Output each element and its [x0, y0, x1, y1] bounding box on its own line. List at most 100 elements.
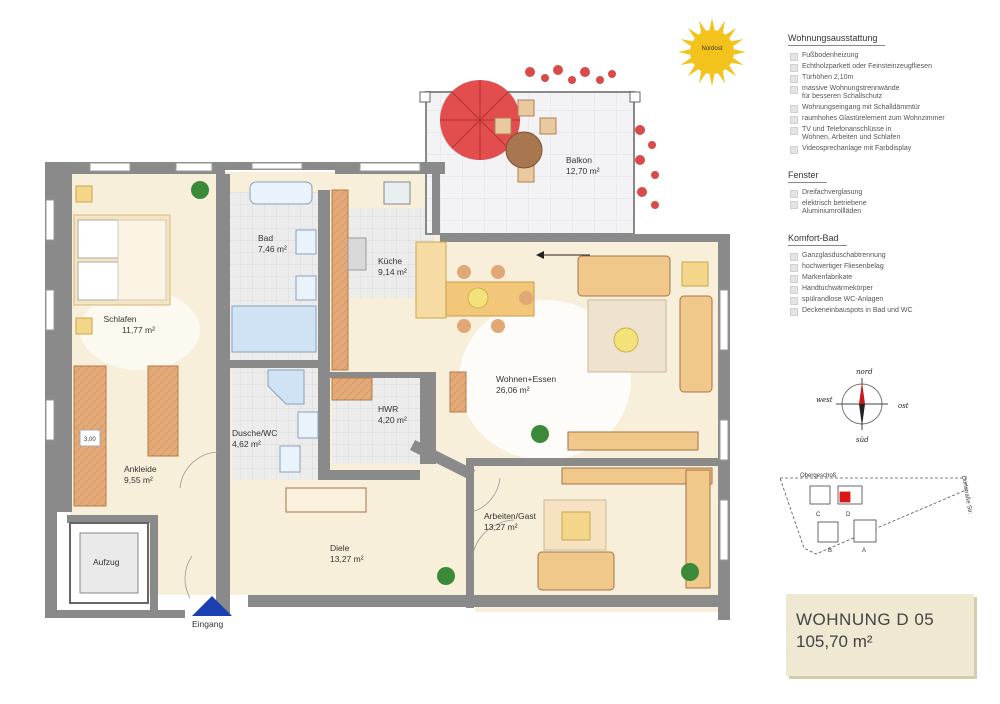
- feature-item: Türhöhen 2,10m: [788, 74, 988, 83]
- floor-key-house: B: [828, 548, 832, 554]
- room-name: Ankleide: [124, 464, 157, 474]
- feature-item: spülrandlose WC-Anlagen: [788, 296, 988, 305]
- room-area: 13,27 m²: [330, 554, 364, 564]
- sun-ray: [731, 38, 744, 47]
- feature-item: Markenfabrikate: [788, 274, 988, 283]
- bathroom-fixtures: [231, 181, 319, 473]
- room-name: Dusche/WC: [232, 428, 277, 438]
- flower-planters: [525, 65, 659, 209]
- plants: [191, 181, 699, 585]
- room-name: Bad: [258, 233, 273, 243]
- parasol: [440, 80, 520, 160]
- unit-badge: WOHNUNG D 05 105,70 m²: [786, 594, 974, 676]
- sun-ray: [709, 18, 715, 31]
- feature-list: Dreifachverglasung elektrisch betriebene …: [788, 189, 988, 216]
- room-area: 4,20 m²: [378, 415, 407, 425]
- floor-key-house: C: [816, 512, 821, 518]
- sun-ray: [678, 49, 691, 55]
- room-name: Schlafen: [103, 314, 136, 324]
- section-title: Komfort-Bad: [788, 233, 847, 246]
- sun-ray: [717, 20, 726, 33]
- wardrobes: [73, 365, 179, 507]
- unit-name: WOHNUNG D 05: [796, 610, 935, 629]
- sun-ray: [698, 20, 707, 33]
- elevator-label: Aufzug: [93, 557, 120, 567]
- feature-item: TV und Telefonanschlüsse in Wohnen, Arbe…: [788, 126, 988, 142]
- feature-item: raumhohes Glastürelement zum Wohnzimmer: [788, 115, 988, 124]
- sun-ray: [680, 57, 693, 66]
- sun-ray: [731, 57, 744, 66]
- sun-ray: [725, 65, 737, 77]
- feature-item: Dreifachverglasung: [788, 189, 988, 198]
- sun-icon: [678, 18, 746, 86]
- sun-ray: [733, 49, 746, 55]
- dining-set: [445, 265, 535, 333]
- windows: [45, 162, 729, 561]
- feature-item: Echtholzparkett oder Feinsteinzeugfliese…: [788, 63, 988, 72]
- walls: [45, 162, 730, 620]
- balcony: [419, 65, 659, 235]
- bed: [73, 185, 171, 335]
- feature-item: elektrisch betriebene Aluminiumrollläden: [788, 200, 988, 216]
- sun-ray: [687, 65, 699, 77]
- living-furniture: [567, 255, 713, 451]
- room-name: Balkon: [566, 155, 592, 165]
- sun-ray: [680, 38, 693, 47]
- room-area: 12,70 m²: [566, 166, 600, 176]
- section-title: Fenster: [788, 170, 827, 183]
- sun-ray: [687, 27, 699, 39]
- door-swings: [179, 451, 515, 599]
- feature-item: Videosprechanlage mit Farbdisplay: [788, 145, 988, 154]
- room-area: 13,27 m²: [484, 522, 518, 532]
- room-name: Wohnen+Essen: [496, 374, 556, 384]
- unit-area: 105,70 m²: [796, 632, 873, 651]
- feature-item: Fußbodenheizung: [788, 52, 988, 61]
- floor-key-title: Obergeschoß: [800, 473, 837, 479]
- entrance-marker: [192, 596, 232, 616]
- sun-label: Nordost: [701, 46, 722, 52]
- kitchen-units: [331, 181, 467, 413]
- feature-item: Handtuchwärmekörper: [788, 285, 988, 294]
- compass-north: nord: [856, 368, 873, 376]
- room-area: 9,14 m²: [378, 267, 407, 277]
- feature-item: Ganzglasduschabtrennung: [788, 252, 988, 261]
- floor-key-map: Obergeschoß C D B A Dorfstraße Str.: [779, 473, 973, 555]
- balcony-arrow-icon: [536, 251, 590, 259]
- feature-item: hochwertiger Fliesenbelag: [788, 263, 988, 272]
- room-area: 11,77 m²: [122, 325, 155, 335]
- room-area: 4,62 m²: [232, 439, 261, 449]
- floor-key-street: Dorfstraße Str.: [960, 475, 973, 515]
- floor-key-house: D: [846, 512, 851, 518]
- floor-key-buildings: [809, 485, 877, 543]
- sun-ray: [709, 73, 715, 86]
- compass-south: süd: [856, 436, 869, 444]
- compass-rose-icon: [836, 378, 888, 430]
- balcony-table-set: [494, 99, 557, 183]
- compass: nord ost süd west: [816, 368, 909, 444]
- feature-list: Ganzglasduschabtrennung hochwertiger Flie…: [788, 252, 988, 316]
- sun-ray: [698, 71, 707, 84]
- sun-ray: [717, 71, 726, 84]
- room-area: 26,06 m²: [496, 385, 530, 395]
- room-name: HWR: [378, 404, 398, 414]
- compass-east: ost: [898, 402, 909, 410]
- room-name: Diele: [330, 543, 350, 553]
- feature-item: Wohnungseingang mit Schalldämmtür: [788, 104, 988, 113]
- feature-item: massive Wohnungstrennwände für besseren …: [788, 85, 988, 101]
- room-name: Arbeiten/Gast: [484, 511, 537, 521]
- compass-west: west: [816, 396, 833, 404]
- feature-item: Deckeneinbauspots in Bad und WC: [788, 307, 988, 316]
- sun-ray: [725, 27, 737, 39]
- sun-disc: [690, 30, 734, 74]
- section-title: Wohnungsausstattung: [788, 33, 886, 46]
- room-area: 7,46 m²: [258, 244, 287, 254]
- floor-plan: Schlafen 11,77 m² Bad 7,46 m² Küche 9,14…: [45, 18, 746, 629]
- entrance-label: Eingang: [192, 619, 223, 629]
- elevator-shaft: [69, 522, 149, 604]
- room-area: 9,55 m²: [124, 475, 153, 485]
